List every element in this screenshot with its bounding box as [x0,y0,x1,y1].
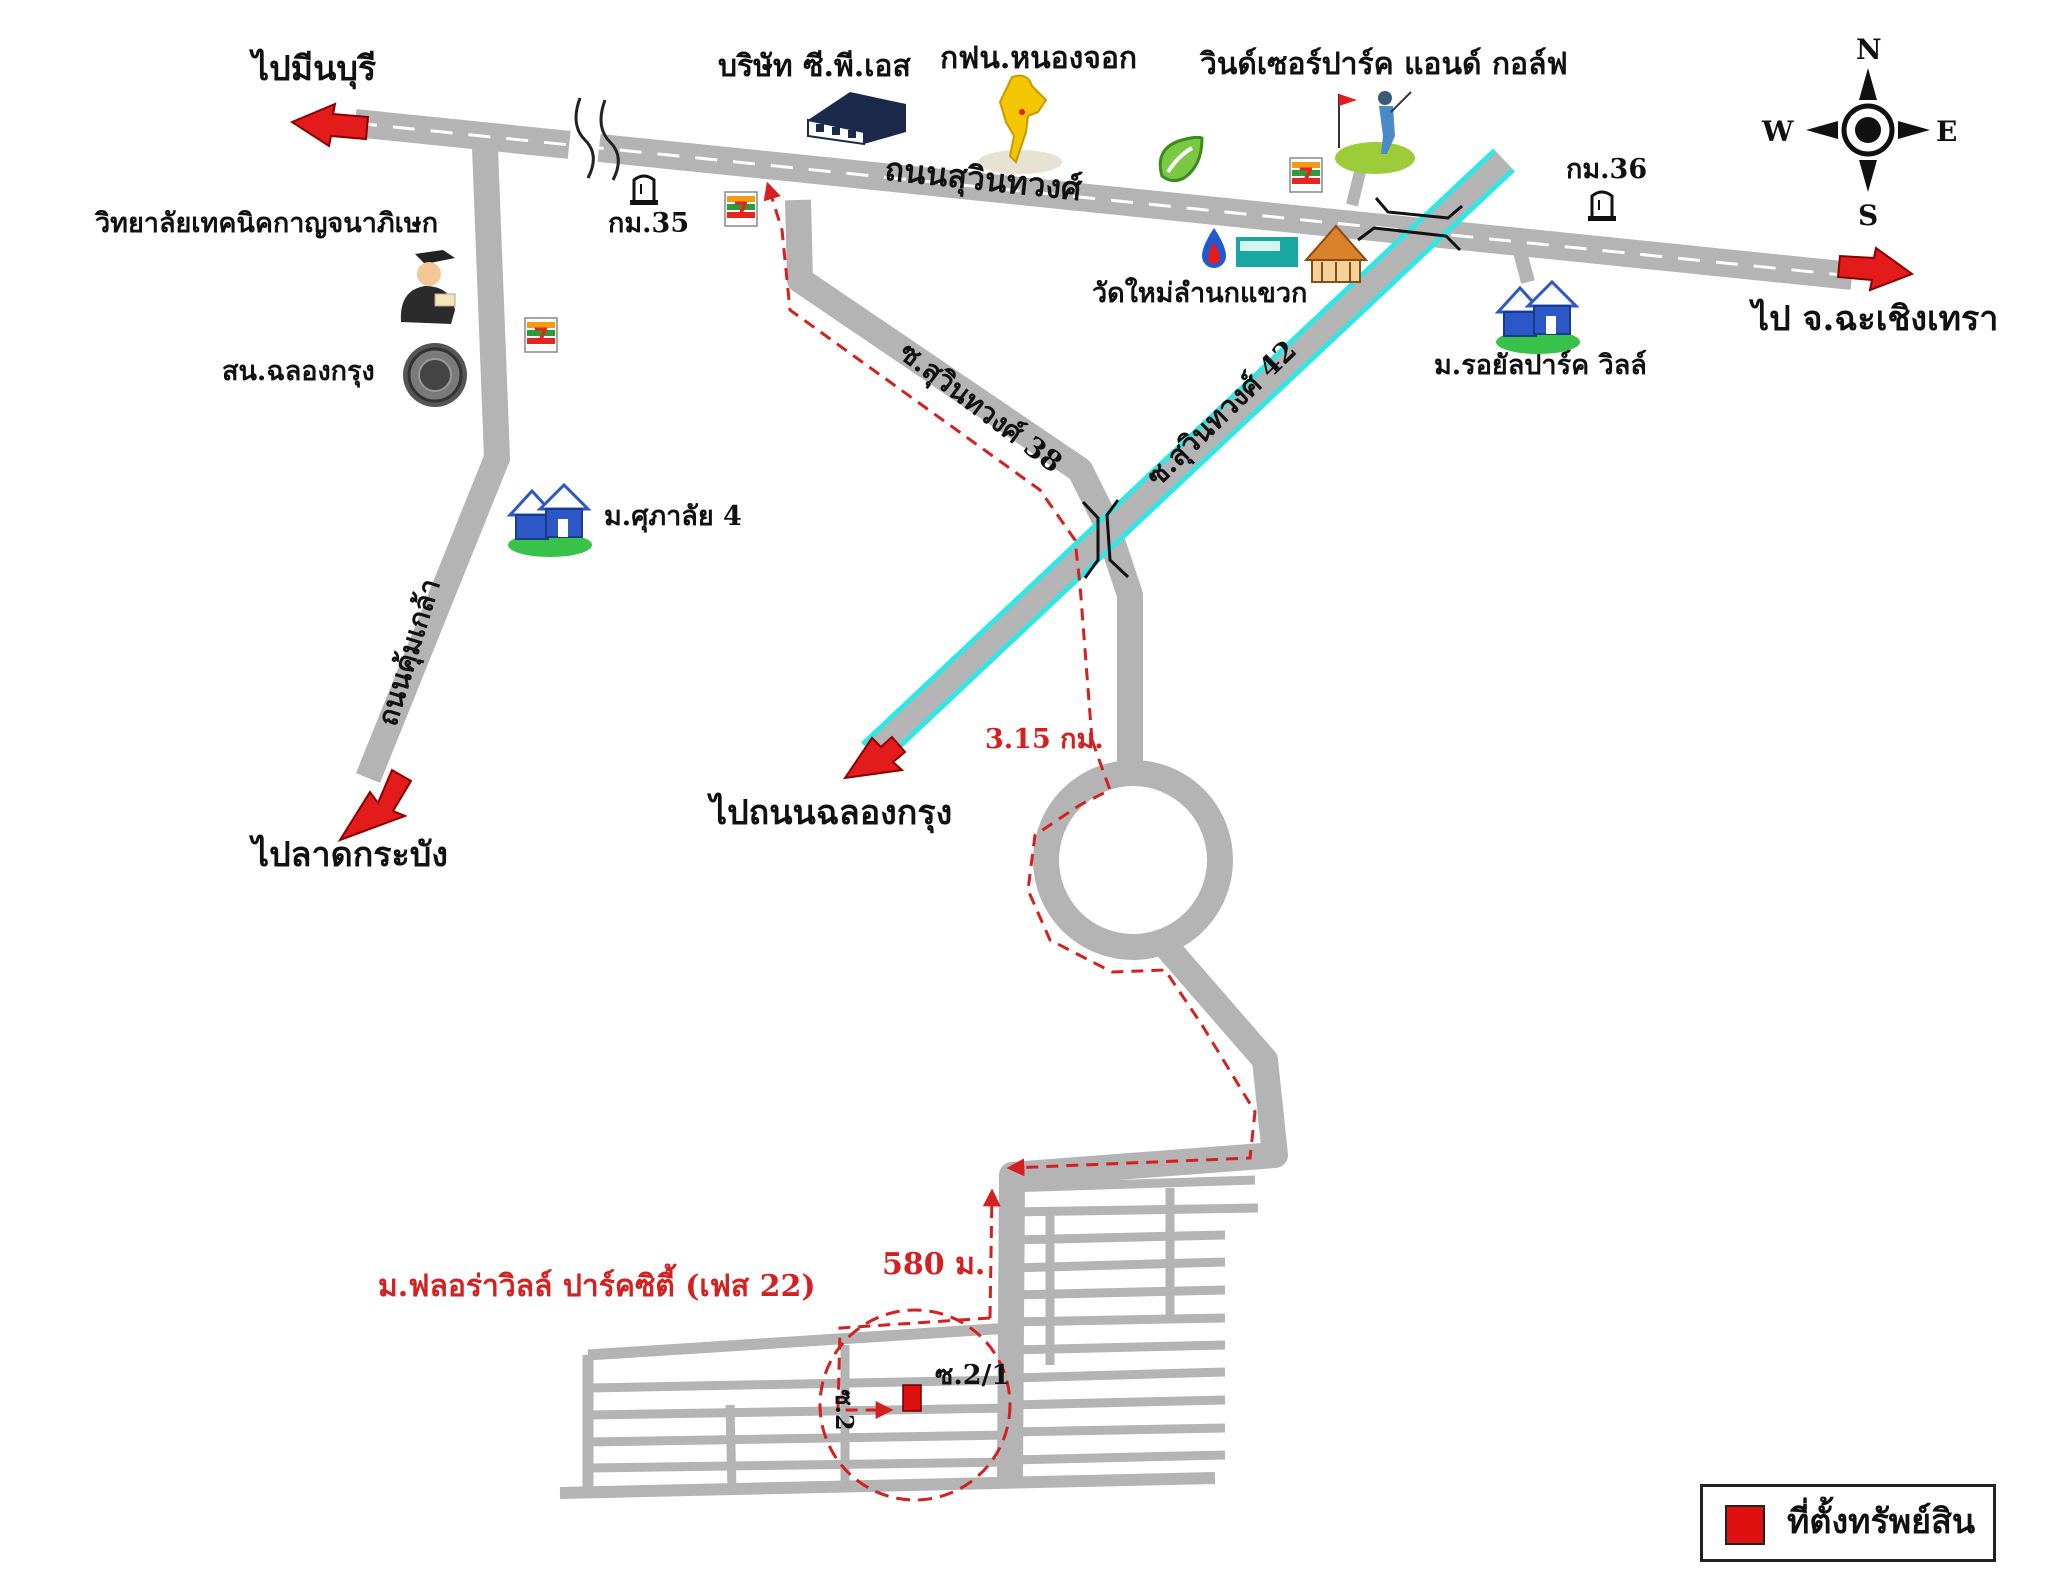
arrow-to-chachoengsao [1836,246,1915,292]
label-distance-580: 580 ม. [882,1247,986,1282]
label-km35: กม.35 [608,208,690,239]
svg-text:7: 7 [533,325,548,350]
label-soi-2: ซ.2 [830,1389,859,1430]
route-path-north [763,181,1094,741]
label-to-chalong-krung-road: ไปถนนฉลองกรุง [710,793,953,833]
svg-text:7: 7 [1298,165,1313,190]
temple-icon [1303,224,1369,283]
label-chalong-krung-station: สน.ฉลองกรุง [222,356,375,387]
seven-eleven-icon: 7 [1289,157,1323,193]
road-royal-park-branch [1513,250,1535,284]
route-segment-up [982,1188,1001,1319]
arrow-to-lat-krabang [337,768,413,842]
compass-south: S [1858,199,1879,232]
label-to-chachoengsao: ไป จ.ฉะเชิงเทรา [1752,299,1999,339]
label-khum-klao-road: ถนนคุ้มเกล้า [371,575,448,730]
label-soi-42: ซ.สุวินทวงศ์ 42 [1140,334,1304,494]
label-distance-3-15: 3.15 กม. [985,724,1104,755]
property-marker [902,1384,922,1412]
subdivision-grid [559,1175,1259,1499]
road-suwinthawong [353,109,1854,290]
target-circle [818,1308,1012,1502]
road-to-subdivision [997,936,1288,1479]
house-icon [1494,279,1580,354]
km-marker-icon [630,174,658,205]
seven-eleven-icon: 7 [524,317,558,353]
golfer-icon [1335,91,1415,174]
bridge-mark-42 [1357,197,1463,252]
arrow-to-min-buri [289,102,370,148]
legend-label: ที่ตั้งทรัพย์สิน [1787,1502,1976,1542]
label-to-min-buri: ไปมีนบุรี [252,49,377,89]
road-khum-klao [355,147,511,783]
thailand-map-icon [978,74,1062,174]
police-seal-icon [403,343,467,407]
label-windsor-golf: วินด์เซอร์ปาร์ค แอนด์ กอล์ฟ [1200,47,1568,82]
label-wat-mai: วัดใหม่ลำนกแขวก [1092,278,1308,309]
road-break-mark [566,97,620,181]
compass-icon [1806,68,1930,192]
label-to-lat-krabang: ไปลาดกระบัง [252,835,448,875]
legend-swatch-property [1725,1505,1765,1545]
ptt-drop-icon [1202,228,1226,268]
house-icon [506,482,592,557]
bangchak-leaf-icon [1158,135,1204,183]
label-supalai-4: ม.ศุภาลัย 4 [604,501,742,532]
label-soi-38: ซ.สุวินทวงศ์ 38 [892,336,1068,481]
compass-west: W [1762,115,1794,148]
compass-east: E [1936,115,1958,148]
label-royal-park-ville: ม.รอยัลปาร์ค วิลล์ [1434,350,1647,381]
lotus-store-icon [1236,237,1298,267]
km-marker-icon [1588,190,1616,221]
graduate-icon [400,250,456,324]
label-technical-college: วิทยาลัยเทคนิคกาญจนาภิเษก [95,208,439,239]
road-soi-42 [861,148,1515,766]
arrow-to-chalong-krung [842,735,907,780]
label-cps-company: บริษัท ซี.พี.เอส [718,49,911,84]
road-golf-branch [1346,170,1366,207]
svg-text:7: 7 [733,199,748,224]
roundabout [1033,760,1233,960]
label-flora-ville: ม.ฟลอร่าวิลล์ ปาร์คซิตี้ (เฟส 22) [378,1269,816,1304]
seven-eleven-icon: 7 [724,191,758,227]
bridge-mark-38 [1081,499,1130,579]
legend: ที่ตั้งทรัพย์สิน [1700,1484,1996,1562]
label-soi-2-1: ซ.2/1 [935,1360,1011,1391]
road-soi-38 [785,199,1143,782]
label-egat-nong-chok: กฟน.หนองจอก [940,41,1138,76]
factory-icon [807,92,906,146]
route-segment-soi [836,1316,991,1419]
label-km36: กม.36 [1566,154,1648,185]
compass-north: N [1856,33,1882,66]
route-path-main [1006,739,1257,1177]
